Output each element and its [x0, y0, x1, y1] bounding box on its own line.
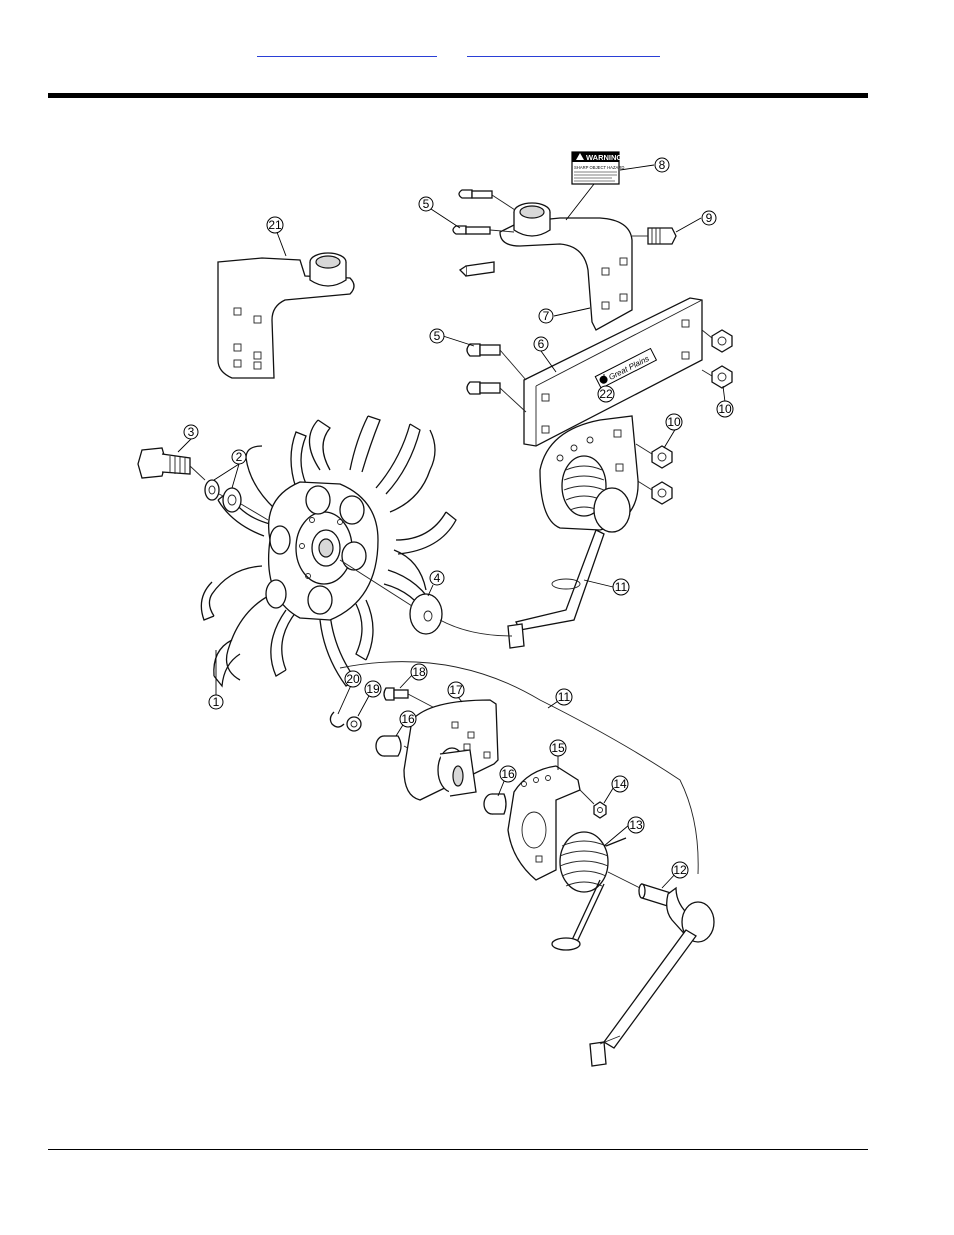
callout-14: 14 [611, 775, 629, 793]
callout-10-b-label: 10 [718, 402, 732, 416]
bushing-16-b [483, 793, 507, 815]
callout-4: 4 [429, 570, 445, 586]
warning-decal-8: WARNING SHARP OBJECT HAZARD [571, 151, 624, 185]
spring-arm-11-assembled [507, 415, 639, 649]
callout-6: 6 [533, 336, 549, 352]
nut-14 [593, 801, 607, 819]
callout-15: 15 [549, 739, 567, 757]
torsion-spring-13 [551, 831, 641, 951]
callout-20: 20 [344, 670, 362, 688]
callout-14-label: 14 [613, 777, 627, 791]
callout-18: 18 [410, 663, 428, 681]
callout-21-label: 21 [268, 218, 282, 232]
snap-ring-20 [329, 711, 345, 728]
callout-12-label: 12 [673, 863, 687, 877]
callout-17: 17 [447, 681, 465, 699]
callout-18-label: 18 [412, 665, 426, 679]
hex-bolt-3 [137, 447, 206, 481]
carriage-bolts-5-top [452, 189, 516, 277]
warning-decal-title: WARNING [586, 153, 622, 162]
callout-20-label: 20 [346, 672, 360, 686]
callout-2: 2 [231, 449, 247, 465]
callout-16-a-label: 16 [401, 712, 415, 726]
callout-11-b-label: 11 [558, 690, 571, 704]
bracket-21 [217, 252, 355, 379]
callout-5-top-label: 5 [423, 197, 430, 211]
callout-11-a: 11 [612, 578, 630, 596]
callout-19: 19 [364, 680, 382, 698]
callout-10-b: 10 [716, 400, 734, 418]
callout-3-label: 3 [188, 425, 195, 439]
washers-2 [204, 479, 269, 521]
callout-7: 7 [538, 308, 554, 324]
hex-bolt-9 [632, 227, 677, 245]
nav-link-left[interactable] [257, 44, 437, 57]
callout-19-label: 19 [366, 682, 380, 696]
callout-9: 9 [701, 210, 717, 226]
callout-8: 8 [654, 157, 670, 173]
callout-2-label: 2 [236, 450, 243, 464]
callout-16-b: 16 [499, 765, 517, 783]
callout-12: 12 [671, 861, 689, 879]
callout-5-lower-label: 5 [434, 329, 441, 343]
callout-1: 1 [208, 694, 224, 710]
callout-16-b-label: 16 [501, 767, 515, 781]
leader-lines [177, 164, 726, 889]
bushing-16-a [375, 735, 431, 761]
callout-21: 21 [266, 216, 284, 234]
assembly-group-outline [339, 661, 699, 875]
callout-7-label: 7 [543, 309, 550, 323]
callout-4-label: 4 [434, 571, 441, 585]
warning-decal-subtitle: SHARP OBJECT HAZARD [574, 165, 624, 170]
callout-10-a: 10 [665, 413, 683, 431]
nav-link-right[interactable] [467, 44, 660, 57]
callout-8-label: 8 [659, 158, 666, 172]
spring-plate-15 [507, 765, 595, 881]
callout-11-a-label: 11 [615, 580, 628, 594]
callout-22-label: 22 [599, 387, 613, 401]
carriage-bolts-5-lower [466, 343, 527, 413]
mount-plate-6: Great Plains [523, 297, 703, 447]
callout-17-label: 17 [449, 683, 463, 697]
callout-6-label: 6 [538, 337, 545, 351]
callout-15-label: 15 [551, 741, 565, 755]
tine-arm-12 [589, 883, 715, 1067]
callout-1-label: 1 [213, 695, 220, 709]
washer-4 [339, 559, 513, 637]
pivot-bracket-17 [403, 699, 499, 801]
callout-22: 22 [597, 385, 615, 403]
flange-nuts-10 [635, 329, 733, 505]
callout-13-label: 13 [629, 818, 643, 832]
callout-5-top: 5 [418, 196, 434, 212]
callout-10-a-label: 10 [667, 415, 681, 429]
callout-11-b: 11 [555, 688, 573, 706]
header-rule [48, 93, 868, 98]
callout-16-a: 16 [399, 710, 417, 728]
callout-5-lower: 5 [429, 328, 445, 344]
callout-3: 3 [183, 424, 199, 440]
washer-19 [346, 716, 362, 732]
bracket-7 [499, 202, 633, 331]
callout-9-label: 9 [706, 211, 713, 225]
callout-13: 13 [627, 816, 645, 834]
footer-rule [48, 1149, 868, 1150]
